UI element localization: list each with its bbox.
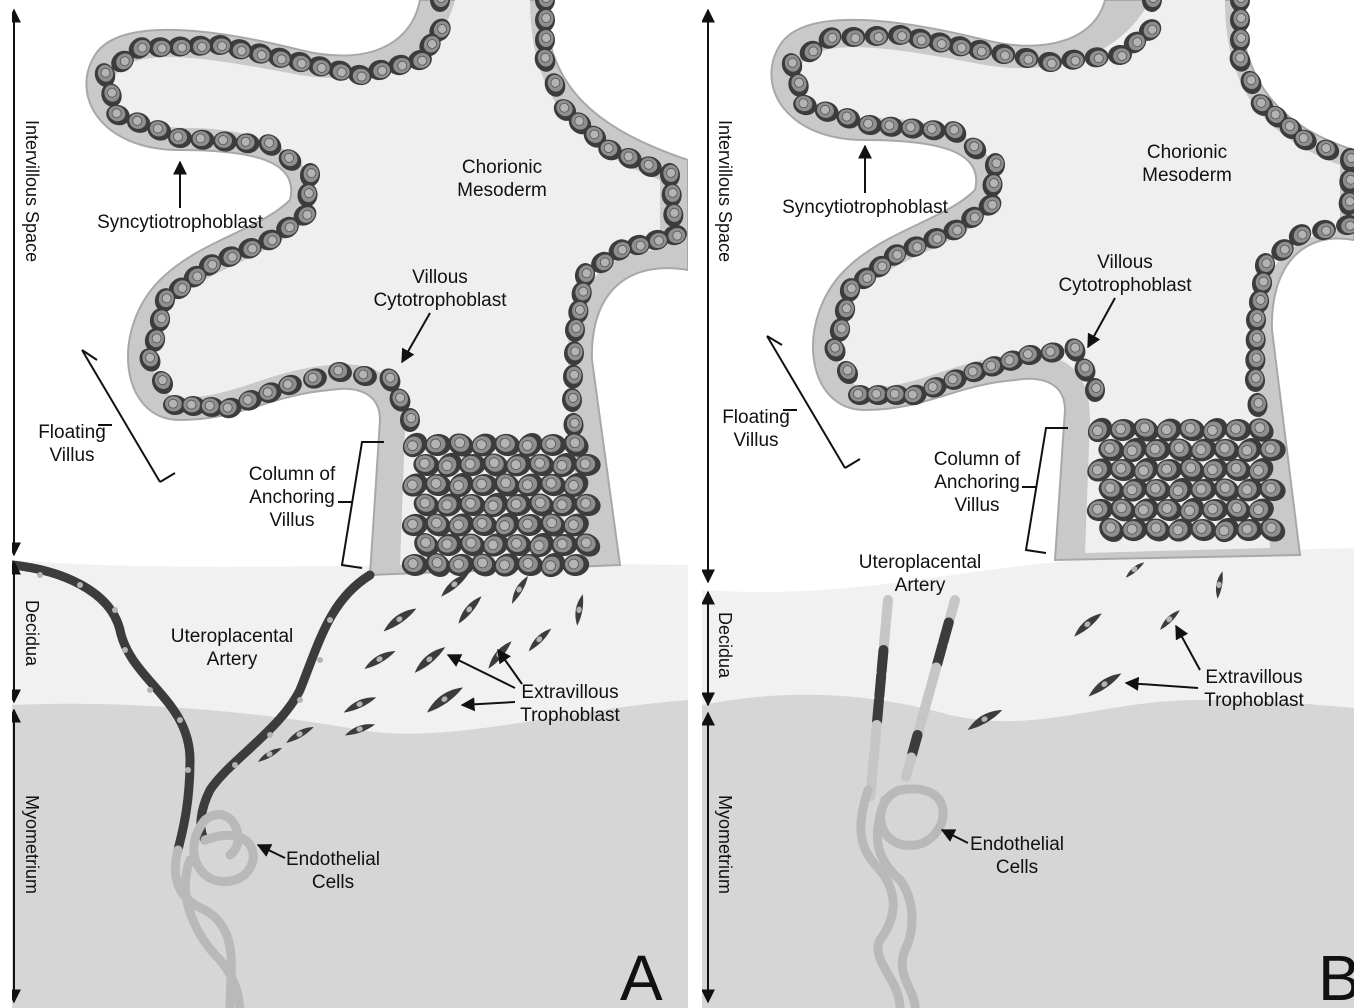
panel-a-anchoring-column-cells	[398, 428, 604, 582]
trophoblast-cell	[1230, 28, 1250, 52]
panel-b-label-mesoderm: Mesoderm	[1142, 165, 1232, 186]
panel-b: Intervillous Space Decidua Myometrium Sy…	[702, 0, 1354, 1008]
panel-a-label-column-of: Column of	[249, 464, 336, 485]
panel-divider	[688, 0, 702, 1008]
panel-a-label-uteroplacental: Uteroplacental	[171, 626, 294, 647]
artery-segment	[886, 600, 888, 621]
artery-nucleus	[77, 582, 83, 588]
artery-segment	[943, 623, 948, 642]
panel-b-label-floating: Floating	[722, 407, 790, 428]
artery-segment	[912, 735, 917, 754]
artery-nucleus	[317, 657, 323, 663]
panel-a-label-mesoderm: Mesoderm	[457, 180, 547, 201]
panel-b-label-myometrium: Myometrium	[715, 795, 735, 894]
panel-a-label-decidua: Decidua	[22, 600, 42, 667]
panel-a-label-artery: Artery	[207, 649, 258, 670]
artery-nucleus	[185, 767, 191, 773]
artery-segment	[884, 625, 886, 646]
artery-nucleus	[267, 732, 273, 738]
panel-a-label-chorionic: Chorionic	[462, 157, 542, 178]
artery-nucleus	[177, 717, 183, 723]
artery-segment	[882, 650, 884, 671]
artery-nucleus	[232, 762, 238, 768]
panel-b-label-intervillous-space: Intervillous Space	[715, 120, 735, 262]
panel-a-label-column-villus: Villus	[269, 510, 314, 531]
artery-segment	[879, 675, 881, 696]
panel-b-label-uteroplacental: Uteroplacental	[859, 552, 982, 573]
artery-nucleus	[37, 572, 43, 578]
panel-a-label-extravillous: Extravillous	[521, 682, 618, 703]
artery-segment	[875, 725, 877, 746]
panel-b-label-chorionic: Chorionic	[1147, 142, 1227, 163]
panel-b-label-anchoring: Anchoring	[934, 472, 1020, 493]
panel-a-label-syncytiotrophoblast: Syncytiotrophoblast	[97, 212, 264, 233]
panel-b-label-villous: Villous	[1097, 252, 1153, 273]
panel-a-label-endothelial: Endothelial	[286, 849, 380, 870]
panel-a-label-floating-villus: Villus	[49, 445, 94, 466]
panel-b-label-column-of: Column of	[934, 449, 1021, 470]
artery-nucleus	[112, 607, 118, 613]
panel-b-label-decidua: Decidua	[715, 612, 735, 679]
panel-b-label-cells: Cells	[996, 857, 1038, 878]
artery-segment	[918, 713, 923, 732]
panel-b-label-cytotrophoblast: Cytotrophoblast	[1058, 275, 1192, 296]
panel-a-label-floating: Floating	[38, 422, 106, 443]
trophoblast-cell	[400, 408, 420, 432]
panel-b-label-syncytiotrophoblast: Syncytiotrophoblast	[782, 197, 949, 218]
panel-b-label-endothelial: Endothelial	[970, 834, 1064, 855]
panel-a-label-intervillous-space: Intervillous Space	[22, 120, 42, 262]
artery-nucleus	[122, 647, 128, 653]
panel-b-label-artery: Artery	[895, 575, 946, 596]
artery-segment	[925, 690, 930, 709]
panel-a-label-myometrium: Myometrium	[22, 795, 42, 894]
artery-segment	[931, 668, 936, 687]
trophoblast-cell	[1085, 378, 1105, 402]
panel-b-label-trophoblast: Trophoblast	[1204, 690, 1304, 711]
panel-b-anchoring-column-cells	[1083, 413, 1289, 547]
panel-b-label-column-villus: Villus	[954, 495, 999, 516]
panel-b-label-floating-villus: Villus	[733, 430, 778, 451]
panel-a-label-cells: Cells	[312, 872, 354, 893]
panel-b-letter: B	[1318, 942, 1354, 1008]
panel-a-label-anchoring: Anchoring	[249, 487, 335, 508]
artery-nucleus	[297, 697, 303, 703]
artery-segment	[937, 645, 942, 664]
panel-a-label-cytotrophoblast: Cytotrophoblast	[373, 290, 507, 311]
artery-nucleus	[327, 617, 333, 623]
artery-segment	[906, 758, 911, 777]
panel-b-label-extravillous: Extravillous	[1205, 667, 1302, 688]
panel-a-label-trophoblast: Trophoblast	[520, 705, 620, 726]
artery-segment	[950, 600, 955, 619]
panel-a: Intervillous Space Decidua Myometrium Sy…	[12, 0, 689, 1008]
artery-segment	[877, 700, 879, 721]
artery-segment	[873, 750, 875, 771]
panel-a-letter: A	[620, 942, 663, 1008]
artery-nucleus	[147, 687, 153, 693]
panel-a-label-villous: Villous	[412, 267, 468, 288]
